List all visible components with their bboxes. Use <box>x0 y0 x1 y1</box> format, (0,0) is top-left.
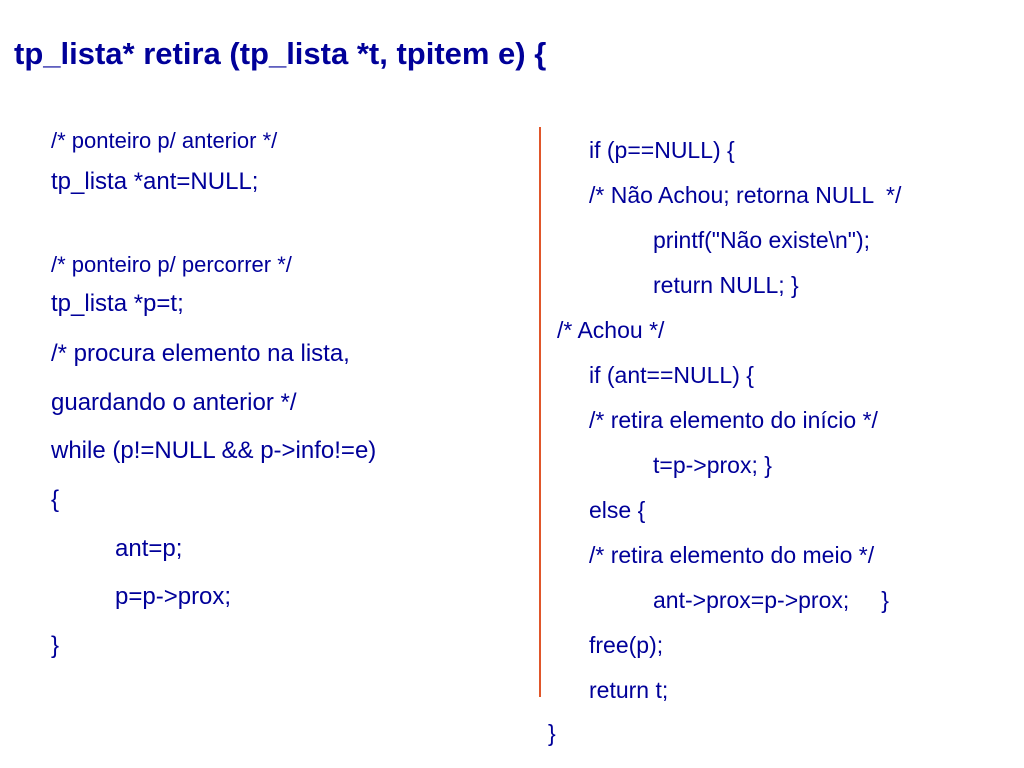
code-line: tp_lista *ant=NULL; <box>51 168 259 195</box>
code-line: printf("Não existe\n"); <box>653 227 871 253</box>
code-comment: /* retira elemento do meio */ <box>589 542 875 568</box>
code-comment: /* Achou */ <box>557 317 665 343</box>
code-line: if (ant==NULL) { <box>589 362 754 388</box>
code-comment: guardando o anterior */ <box>51 389 297 416</box>
code-line: if (p==NULL) { <box>589 137 735 163</box>
code-line: free(p); <box>589 632 664 658</box>
code-line: t=p->prox; } <box>653 452 772 478</box>
code-line: p=p->prox; <box>115 583 232 610</box>
code-comment: /* ponteiro p/ percorrer */ <box>51 252 292 277</box>
code-line: else { <box>589 497 646 523</box>
code-line: { <box>51 486 60 513</box>
column-divider <box>539 127 541 697</box>
code-line: tp_lista *p=t; <box>51 290 184 317</box>
code-comment: /* Não Achou; retorna NULL */ <box>589 182 902 208</box>
code-comment: /* ponteiro p/ anterior */ <box>51 128 278 153</box>
code-line: } <box>548 720 556 746</box>
code-line: ant->prox=p->prox; } <box>653 587 889 613</box>
code-line: } <box>51 632 60 659</box>
code-line: while (p!=NULL && p->info!=e) <box>51 437 377 464</box>
code-comment: /* retira elemento do início */ <box>589 407 878 433</box>
code-line: return NULL; } <box>653 272 799 298</box>
code-comment: /* procura elemento na lista, <box>51 340 350 367</box>
slide-title: tp_lista* retira (tp_lista *t, tpitem e)… <box>14 36 547 71</box>
code-line: ant=p; <box>115 535 183 562</box>
code-line: return t; <box>589 677 669 703</box>
